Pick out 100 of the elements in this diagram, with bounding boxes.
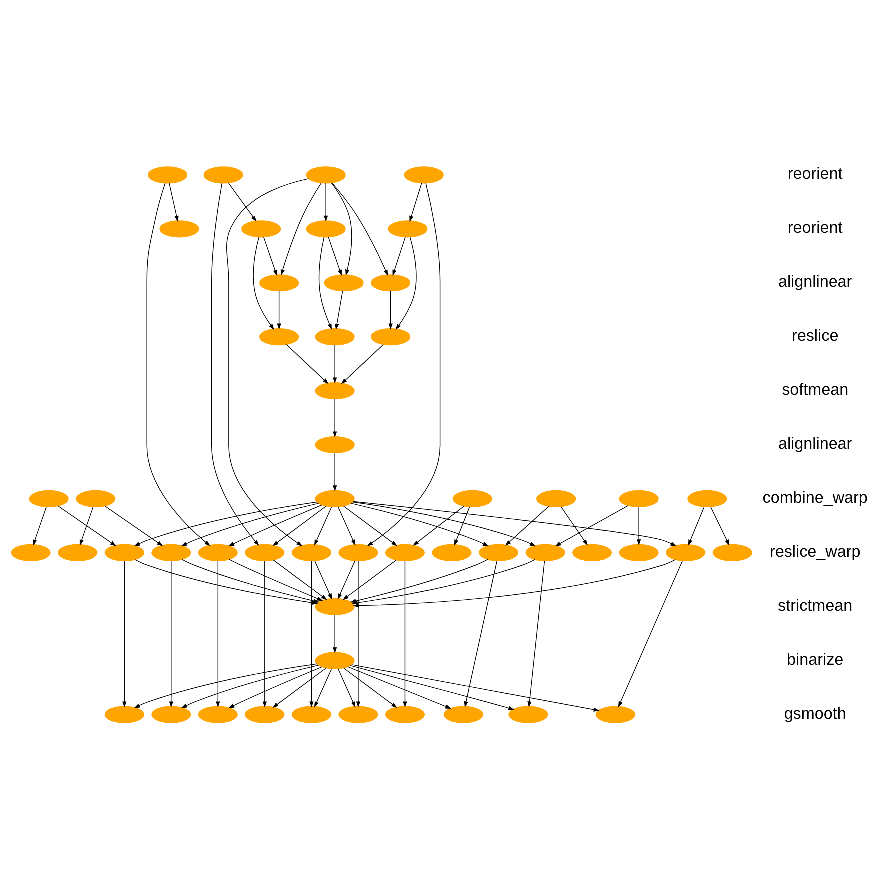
arrow — [212, 182, 260, 546]
node-ellipse — [104, 706, 144, 724]
node-ellipse — [198, 706, 238, 724]
node-ellipse — [526, 544, 566, 562]
node-ellipse — [292, 706, 332, 724]
node-ellipse — [104, 544, 144, 562]
node-ellipse — [260, 328, 300, 346]
arrow — [228, 504, 323, 547]
node-ellipse — [712, 544, 752, 562]
arrow — [388, 290, 393, 330]
arrow — [58, 506, 116, 546]
node-ellipse — [198, 544, 238, 562]
arrow — [335, 290, 344, 330]
node-ellipse — [76, 490, 116, 508]
node-ellipse — [536, 490, 576, 508]
arrow — [688, 506, 705, 546]
arrow — [272, 668, 327, 708]
arrow — [636, 506, 642, 546]
node-ellipse — [315, 328, 355, 346]
arrow — [80, 506, 94, 546]
node-ellipse — [315, 436, 355, 454]
arrow — [314, 560, 332, 600]
node-ellipse — [371, 328, 411, 346]
arrow — [343, 506, 398, 546]
arrow — [618, 560, 683, 708]
node-ellipse — [478, 544, 519, 562]
arrow — [352, 664, 600, 712]
label: gsmooth — [784, 704, 846, 723]
arrow — [352, 502, 536, 547]
arrow — [181, 665, 320, 708]
node-ellipse — [385, 706, 426, 724]
arrow — [318, 237, 332, 330]
label: reorient — [788, 165, 843, 184]
node-ellipse — [245, 706, 285, 724]
arrow — [273, 560, 328, 600]
arrow — [333, 344, 338, 384]
node-ellipse — [388, 220, 428, 238]
arrow — [413, 506, 464, 546]
node-ellipse — [324, 274, 364, 292]
node-ellipse — [306, 220, 346, 238]
node-ellipse — [404, 166, 444, 184]
node-ellipse — [315, 382, 355, 400]
arrow — [528, 560, 546, 708]
arrow — [353, 560, 676, 608]
label: alignlinear — [778, 434, 852, 453]
arrow — [367, 183, 441, 547]
arrow — [216, 560, 220, 708]
node-ellipse — [242, 220, 282, 238]
node-ellipse — [338, 544, 378, 562]
node-ellipse — [444, 706, 484, 724]
arrow — [341, 344, 384, 384]
arrow — [410, 182, 422, 222]
arrow — [169, 560, 174, 708]
node-ellipse — [385, 544, 426, 562]
arrow — [228, 182, 257, 222]
arrow — [280, 182, 322, 276]
arrow — [333, 452, 338, 492]
label: reslice — [792, 327, 839, 346]
arrow — [272, 506, 327, 546]
arrow — [333, 614, 338, 654]
arrow — [122, 560, 127, 708]
arrow — [33, 506, 47, 546]
arrow — [333, 398, 338, 438]
arrow — [560, 506, 588, 546]
arrow — [262, 560, 267, 708]
arrow — [454, 506, 470, 546]
arrow — [338, 668, 356, 708]
arrow — [253, 237, 274, 330]
node-ellipse — [315, 652, 355, 670]
arrow — [338, 506, 356, 546]
arrow — [403, 560, 408, 708]
arrow — [331, 182, 352, 276]
arrow — [352, 559, 536, 605]
node-ellipse — [29, 490, 69, 508]
arrow — [350, 665, 515, 710]
arrow — [710, 506, 730, 546]
label: combine_warp — [762, 488, 868, 507]
label: softmean — [782, 380, 849, 399]
arrow — [396, 237, 417, 330]
label: strictmean — [778, 596, 853, 615]
node-ellipse — [152, 544, 192, 562]
arrow — [181, 503, 320, 547]
arrow — [351, 503, 489, 547]
arrow — [146, 183, 211, 546]
arrow — [228, 666, 323, 709]
arrow — [505, 506, 550, 546]
arrow — [134, 502, 318, 547]
node-ellipse — [371, 274, 411, 292]
arrow — [328, 236, 342, 276]
node-ellipse — [306, 166, 346, 184]
node-ellipse — [619, 490, 659, 508]
node-ellipse — [11, 544, 51, 562]
node-ellipse — [160, 220, 200, 238]
node-ellipse — [432, 544, 472, 562]
node-ellipse — [315, 598, 355, 616]
node-ellipse — [688, 490, 728, 508]
arrow — [353, 501, 677, 546]
node-ellipse — [292, 544, 332, 562]
node-ellipse — [148, 166, 188, 184]
arrow — [286, 344, 329, 384]
